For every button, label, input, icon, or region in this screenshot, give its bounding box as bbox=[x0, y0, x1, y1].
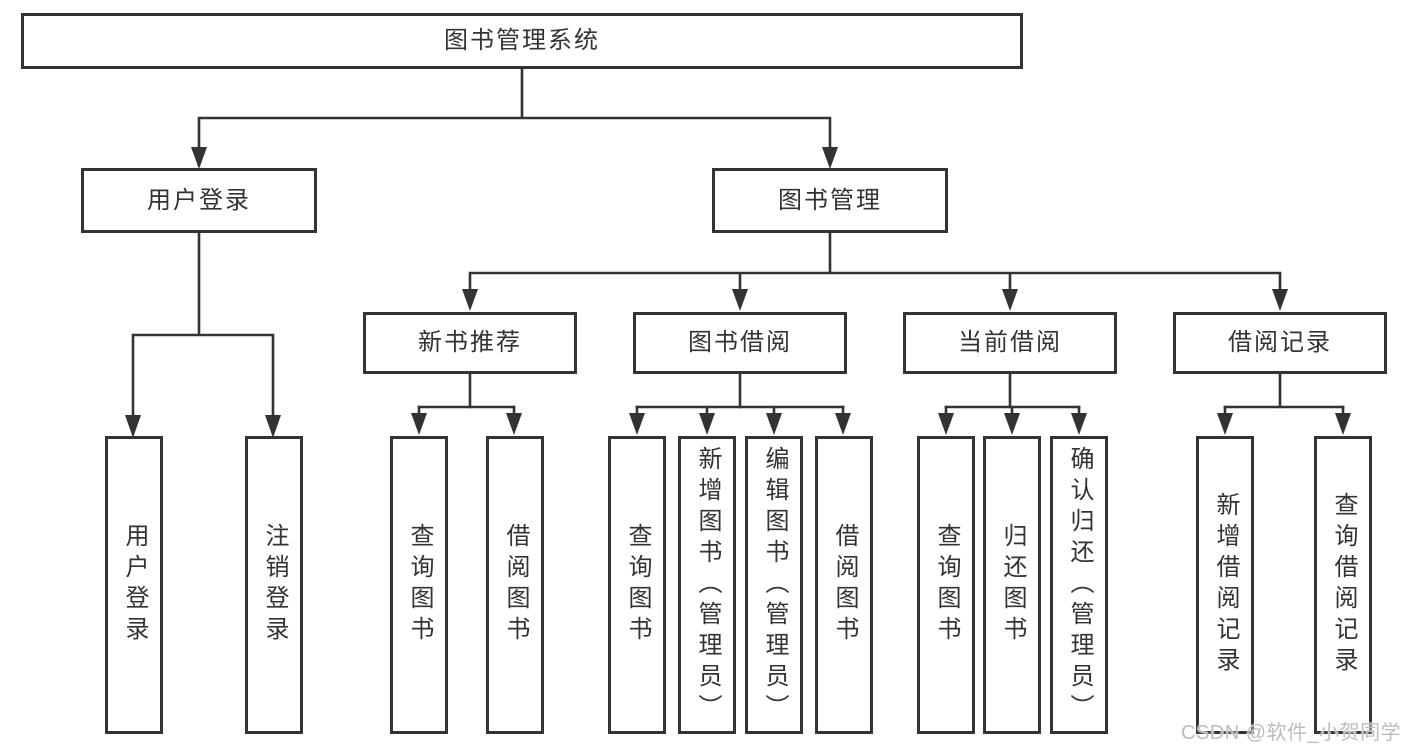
node-current-return-book: 归还图书 bbox=[983, 436, 1041, 734]
node-borrow-query-book: 查询图书 bbox=[608, 436, 666, 734]
node-recommend-borrow-book: 借阅图书 bbox=[486, 436, 544, 734]
node-root: 图书管理系统 bbox=[21, 13, 1023, 69]
node-book-borrow: 图书借阅 bbox=[633, 312, 847, 374]
node-borrow-add-book: 新增图书（管理员） bbox=[678, 436, 736, 734]
node-new-book-recommend: 新书推荐 bbox=[363, 312, 577, 374]
node-user-login: 用户登录 bbox=[81, 168, 317, 233]
node-current-borrow: 当前借阅 bbox=[903, 312, 1117, 374]
csdn-watermark: CSDN @软件_小贺同学 bbox=[1181, 722, 1402, 744]
node-book-management: 图书管理 bbox=[712, 168, 948, 233]
node-current-confirm-return: 确认归还（管理员） bbox=[1050, 436, 1108, 734]
node-record-add-record: 新增借阅记录 bbox=[1196, 436, 1254, 734]
node-leaf-user-login: 用户登录 bbox=[105, 436, 163, 734]
node-recommend-query-book: 查询图书 bbox=[390, 436, 448, 734]
node-borrow-borrow-book: 借阅图书 bbox=[815, 436, 873, 734]
node-record-query-record: 查询借阅记录 bbox=[1314, 436, 1372, 734]
node-current-query-book: 查询图书 bbox=[917, 436, 975, 734]
node-borrow-edit-book: 编辑图书（管理员） bbox=[745, 436, 803, 734]
node-leaf-logout-login: 注销登录 bbox=[245, 436, 303, 734]
node-borrow-record: 借阅记录 bbox=[1173, 312, 1387, 374]
